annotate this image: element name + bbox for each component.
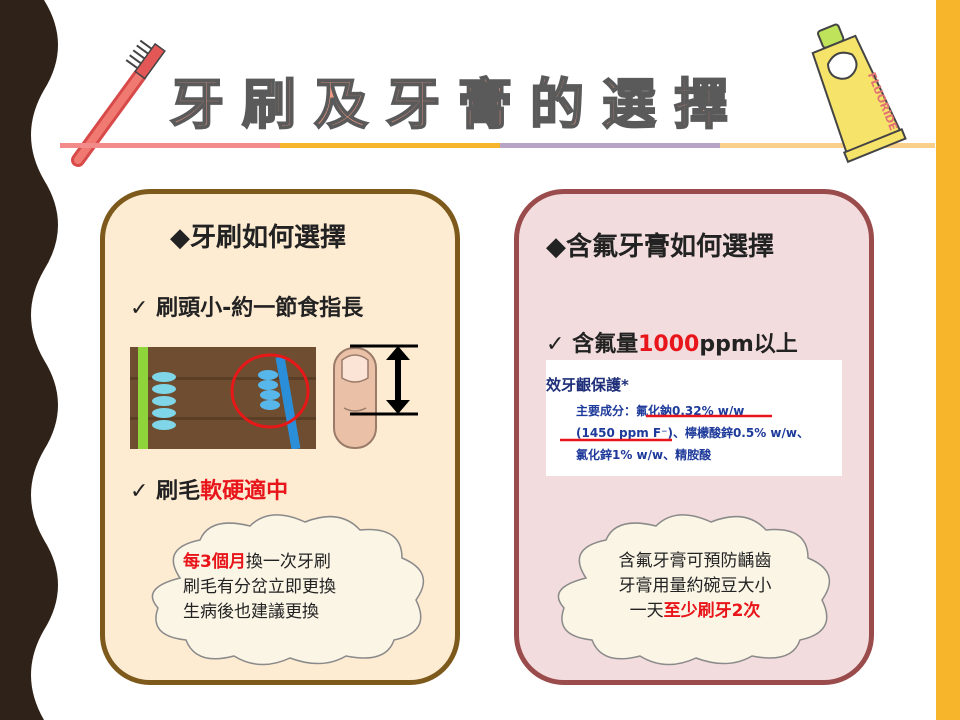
finger-length-icon <box>333 344 418 449</box>
right-accent-bar <box>936 0 960 720</box>
left-wavy-border <box>0 0 58 720</box>
right-cloud-line-2: 牙膏用量約碗豆大小 <box>618 576 772 596</box>
left-cloud-line-2: 刷毛有分岔立即更換 <box>183 577 336 597</box>
title-underline-yellow <box>720 143 935 148</box>
right-panel-heading: ◆含氟牙膏如何選擇 <box>546 232 774 262</box>
label-line-2: 主要成分：氟化鈉0.32% w/w <box>576 404 745 418</box>
right-cloud-bubble <box>557 514 831 666</box>
left-cloud-line-3: 生病後也建議更換 <box>183 602 319 622</box>
page-title: 牙刷及牙膏的選擇 <box>169 72 746 137</box>
right-cloud-text: 含氟牙膏可預防齲齒 牙膏用量約碗豆大小 一天至少刷牙2次 <box>585 549 805 624</box>
toothbrush-photo <box>130 347 316 449</box>
right-cloud-line-1: 含氟牙膏可預防齲齒 <box>618 551 772 571</box>
left-panel-heading: ◆牙刷如何選擇 <box>170 223 346 253</box>
ingredient-label-image: 效牙齦保護* 主要成分：氟化鈉0.32% w/w (1450 ppm F⁻)、檸… <box>546 360 842 476</box>
bristle-firmness-highlight: 軟硬適中 <box>200 479 289 504</box>
label-line-4: 氯化鋅1% w/w、精胺酸 <box>576 448 712 462</box>
bristle-firmness-item: ✓ 刷毛軟硬適中 <box>130 473 288 505</box>
label-line-3: (1450 ppm F⁻)、檸檬酸鋅0.5% w/w、 <box>576 426 809 440</box>
fluoride-content-item: ✓ 含氟量1000ppm以上 <box>546 332 798 357</box>
title-underline-purple <box>500 143 720 148</box>
toothpaste-icon: FLUORIDE <box>811 23 907 164</box>
left-cloud-text: 每3個月換一次牙刷 刷毛有分岔立即更換 生病後也建議更換 <box>183 550 336 625</box>
brush-head-size-item: ✓ 刷頭小-約一節食指長 <box>130 296 364 321</box>
right-cloud-line-3: 一天至少刷牙2次 <box>629 601 761 621</box>
fluoride-ppm-highlight: 1000 <box>638 332 700 357</box>
left-cloud-line-1: 每3個月換一次牙刷 <box>183 552 331 572</box>
title-underline-pink <box>60 143 280 148</box>
title-underline-orange <box>280 143 500 148</box>
replace-interval-highlight: 每3個月 <box>183 552 246 572</box>
label-red-underlines <box>560 414 772 442</box>
bristle-firmness-prefix: ✓ 刷毛 <box>130 479 201 504</box>
brushing-frequency-highlight: 至少刷牙2次 <box>663 601 761 621</box>
left-cloud-bubble <box>151 514 425 666</box>
label-line-1: 效牙齦保護* <box>546 376 629 394</box>
